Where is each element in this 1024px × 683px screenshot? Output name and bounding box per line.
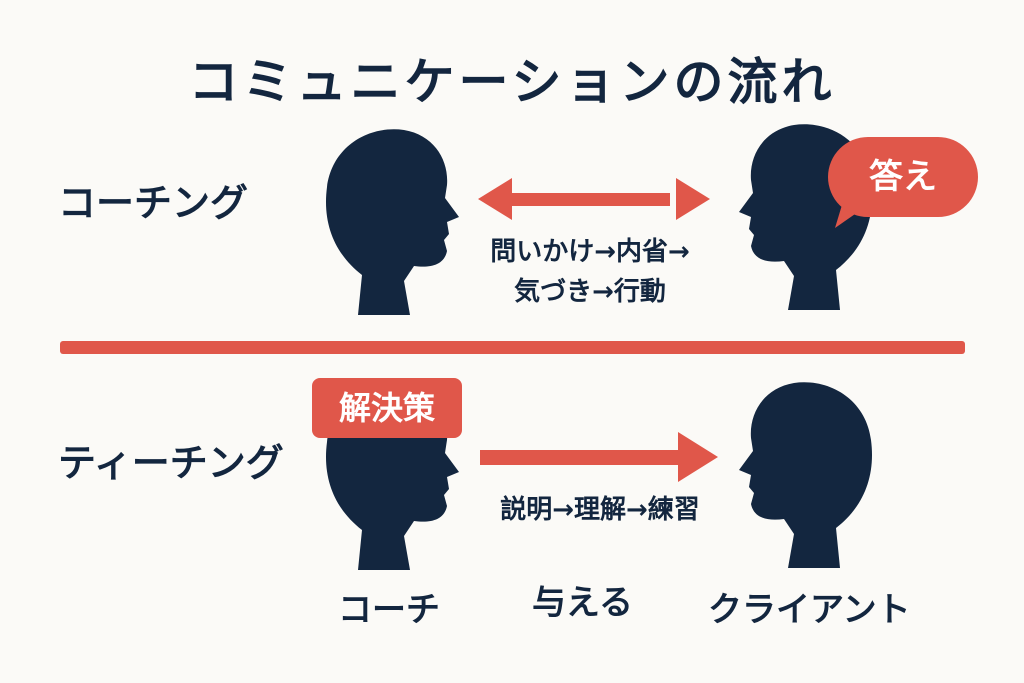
solution-badge: 解決策	[312, 378, 462, 438]
answer-speech-bubble: 答え	[828, 137, 978, 217]
one-way-arrow-icon	[480, 432, 718, 482]
teaching-label: ティーチング	[58, 441, 284, 485]
client-role-label: クライアント	[708, 590, 911, 630]
section-divider	[60, 341, 965, 354]
coaching-label: コーチング	[58, 181, 249, 225]
page-title: コミュニケーションの流れ	[188, 53, 836, 111]
teaching-flow: 説明→理解→練習	[500, 495, 700, 525]
coach-role-label: コーチ	[338, 590, 440, 630]
coaching-flow: 問いかけ→内省→ 気づき→行動	[440, 232, 740, 312]
student-head-icon	[739, 382, 873, 568]
coaching-flow-line2: 気づき→行動	[514, 277, 666, 307]
two-way-arrow-icon	[478, 178, 710, 220]
give-label: 与える	[532, 583, 633, 623]
coaching-flow-line1: 問いかけ→内省→	[490, 237, 690, 267]
